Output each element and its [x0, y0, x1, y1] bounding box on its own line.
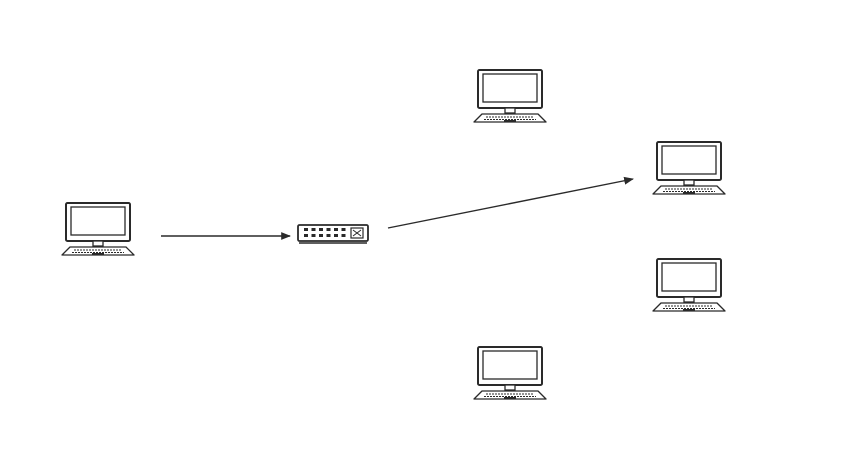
- computer-bottom-icon: [473, 346, 547, 400]
- arrow-switch-to-target: [387, 176, 634, 229]
- network-switch-icon: [297, 224, 369, 244]
- nodes-layer: [61, 69, 726, 400]
- edges-layer: [161, 176, 634, 240]
- computer-target-icon: [652, 141, 726, 195]
- computer-top-icon: [473, 69, 547, 123]
- computer-right-icon: [652, 258, 726, 312]
- source-computer-icon: [61, 202, 135, 256]
